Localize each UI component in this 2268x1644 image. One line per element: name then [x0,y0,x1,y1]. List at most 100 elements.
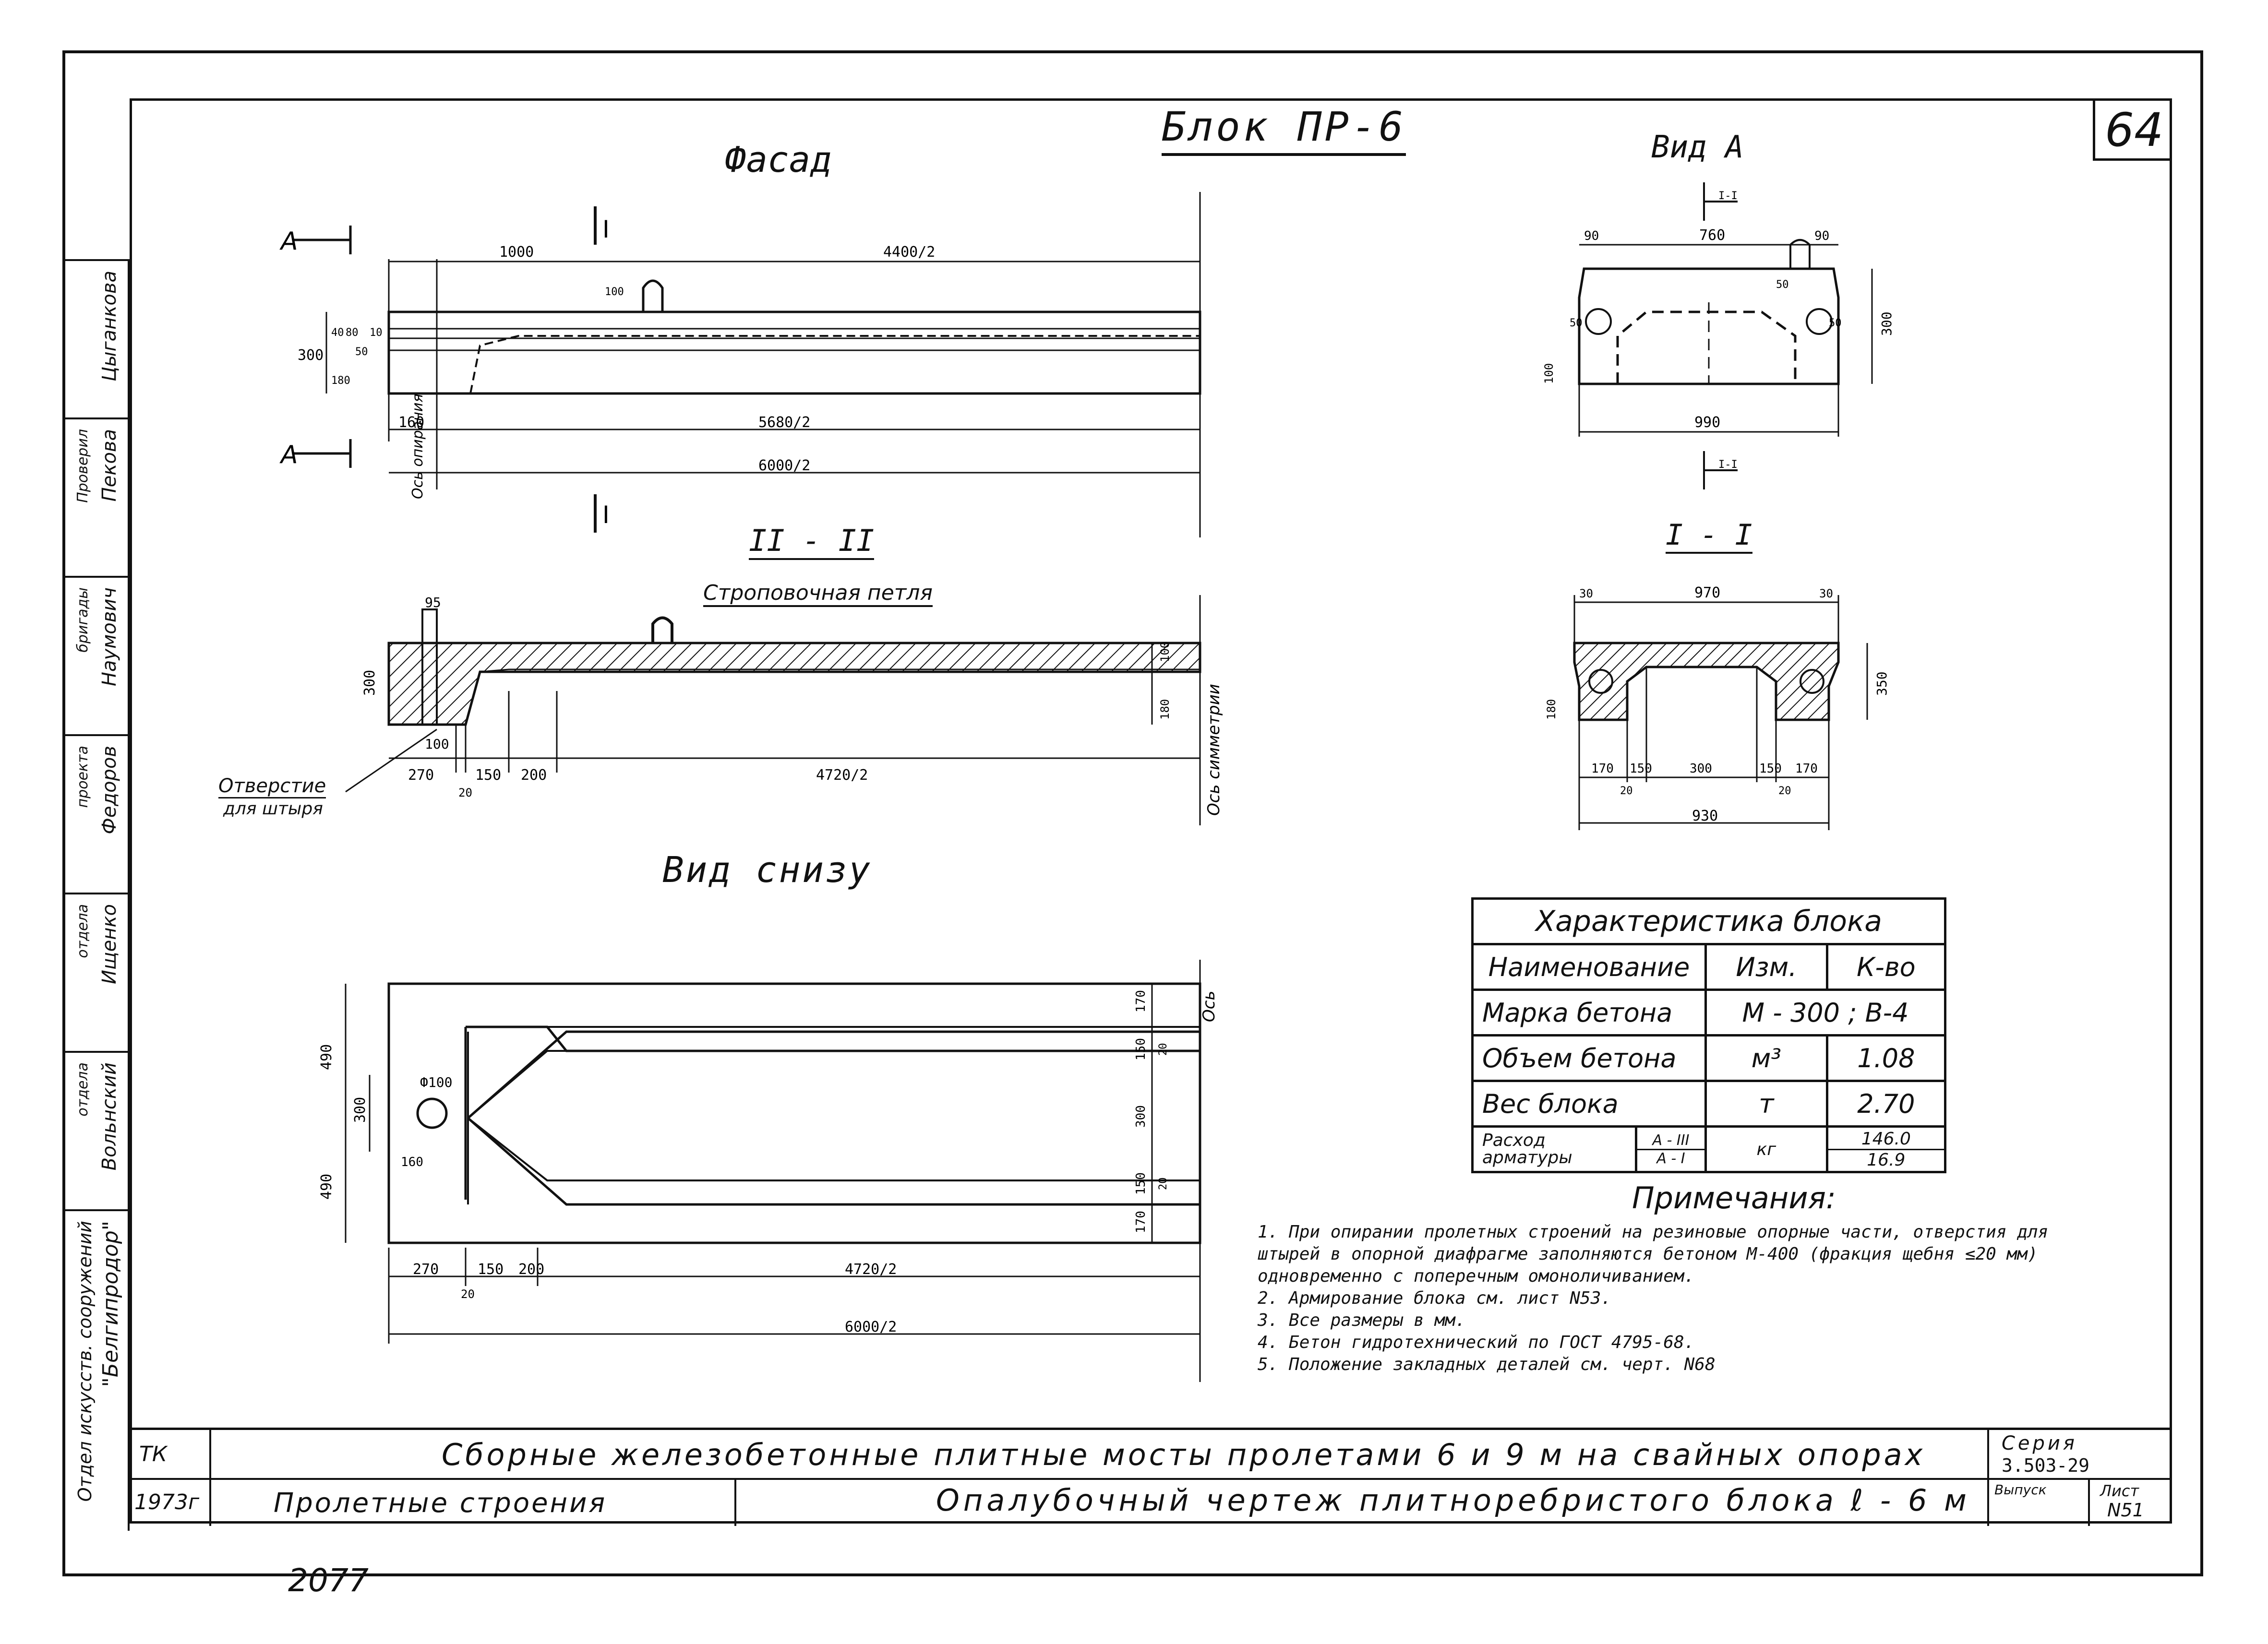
dim: 170 [1795,762,1818,776]
section-title: Пролетные строения [274,1488,607,1519]
stamp-role: отдела [74,904,91,958]
rebar-value: 16.9 [1867,1150,1906,1170]
tk-label: ТК [139,1442,168,1466]
footer-number: 2077 [288,1562,369,1599]
row-unit: м³ [1704,1034,1828,1082]
sheet-number-box: 64 [2093,98,2172,161]
note-item: 4. Бетон гидротехнический по ГОСТ 4795-6… [1258,1333,1695,1352]
dim: 4400/2 [883,244,935,261]
dim: 270 [408,767,434,784]
dim: 160 [398,414,424,431]
dim: 50 [355,346,368,358]
dim: 50 [1570,317,1583,329]
dim: 6000/2 [758,457,810,474]
hole-label-1: Отверстие [218,775,326,798]
row-name: Объем бетона [1471,1034,1707,1082]
facade-axis-label: Ось опирания [409,394,426,499]
main-title: Сборные железобетонные плитные мосты про… [442,1437,1926,1472]
stamp-person: Цыганкова [98,271,120,382]
dim: 4720/2 [816,767,868,784]
dim: 20 [461,1287,475,1301]
dim: 20 [1157,1043,1169,1056]
dim: 80 [346,327,359,339]
dim: 990 [1694,414,1720,431]
note-item: 2. Армирование блока см. лист N53. [1258,1288,1611,1308]
stamp-person: Пекова [98,429,120,502]
dim: 150 [1134,1038,1148,1060]
bottom-view-title: Вид снизу [662,849,872,891]
notes-title: Примечания: [1632,1180,1836,1215]
dim: 180 [1545,699,1558,720]
view-a-mark-bottom: I-I [1718,459,1738,471]
dim: 180 [1158,699,1172,720]
dim: 300 [298,347,324,364]
drawing-frame [130,98,2172,1524]
dim: 20 [1778,785,1791,797]
rebar-unit: кг [1704,1125,1828,1173]
dim: 100 [425,736,449,752]
series-label: Серия [2002,1432,2077,1454]
facade-section-mark-top: I [602,215,610,243]
section-2-axis-label: Ось симметрии [1204,684,1224,816]
dim: 30 [1819,587,1833,600]
dim: 270 [413,1261,439,1278]
dim: 10 [370,327,383,339]
stamp-person: Наумович [98,587,120,687]
dim: 300 [1134,1105,1148,1128]
dim: 4720/2 [845,1261,897,1278]
dim: 100 [1158,642,1172,662]
sheet-label: Лист [2100,1482,2139,1500]
characteristics-table: Характеристика блока Наименование Изм. К… [1471,897,1947,1173]
dim: 930 [1692,808,1718,824]
dim: 20 [1620,785,1633,797]
dim: 170 [1134,990,1148,1013]
rebar-name: Расход арматуры [1471,1125,1637,1173]
table-title-row: Характеристика блока [1471,897,1946,945]
stamp-role: Проверил [74,429,91,503]
drawing-title: Опалубочный чертеж плитноребристого блок… [936,1483,1970,1518]
dim: 300 [1879,311,1895,336]
facade-drawing: А А I I 1000 4400/2 160 5680/2 6000/2 30… [279,192,1201,537]
dim: 300 [352,1097,369,1123]
table-row: Марка бетона М - 300 ; В-4 [1471,989,1946,1036]
dim: 350 [1874,671,1890,696]
dim: 95 [425,595,441,610]
outer-frame [62,50,2203,1576]
dim: 100 [605,286,624,298]
table-row-rebar: Расход арматуры А - III А - I кг 146.0 1… [1471,1125,1947,1173]
rebar-value: 146.0 [1828,1129,1944,1150]
dim: 150 [1630,762,1652,776]
section-1-title: I - I [1666,518,1752,554]
loop-label: Строповочная петля [703,581,933,607]
header-name: Наименование [1471,943,1707,991]
stamp-role: отдела [74,1062,91,1117]
row-unit: т [1704,1080,1828,1128]
dim: 300 [361,670,378,696]
row-unit: М - 300 ; В-4 [1704,989,1946,1036]
table-title: Характеристика блока [1471,897,1946,945]
bottom-view-drawing: 490 300 490 Ф100 160 170 150 300 150 170… [318,960,1219,1382]
rebar-sub: А - III [1637,1132,1704,1150]
view-a-drawing: 90 760 90 300 100 50 50 50 990 I-I I-I [1542,182,1895,489]
dim: 160 [401,1155,423,1169]
dim: 5680/2 [758,414,810,431]
dim: 150 [475,767,501,784]
dim: 6000/2 [845,1319,897,1335]
stamp-person: Федоров [98,746,120,834]
stamp-person: Вольнский [98,1062,120,1171]
series-number: 3.503-29 [2002,1455,2090,1476]
section-1-drawing: 30 970 30 350 180 170 150 300 150 170 20… [1545,584,1890,830]
facade-view-mark-top: А [279,227,298,256]
sheet-no: N51 [2107,1500,2144,1521]
row-value: 1.08 [1825,1034,1947,1082]
title-block: ТК 1973г Сборные железобетонные плитные … [130,1428,2172,1526]
dim: 760 [1699,227,1725,244]
dim: 100 [1542,363,1556,384]
dim: 200 [518,1261,544,1278]
row-value: 2.70 [1825,1080,1947,1128]
dim: Ф100 [420,1074,452,1090]
dim: 150 [1134,1172,1148,1195]
dim: 170 [1591,762,1614,776]
dim: 150 [1759,762,1782,776]
header-unit: Изм. [1704,943,1828,991]
